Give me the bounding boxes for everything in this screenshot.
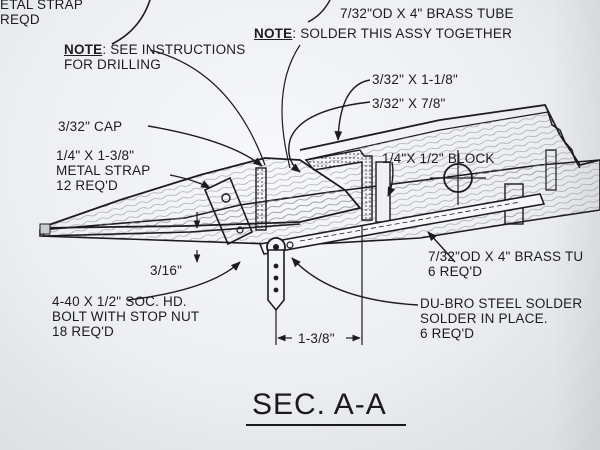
note-drilling-prefix: NOTE xyxy=(64,42,103,57)
label-block: 1/4"X 1/2" BLOCK xyxy=(382,151,495,166)
note-solder: NOTE: SOLDER THIS ASSY TOGETHER xyxy=(254,26,512,41)
label-dubro-line2: SOLDER IN PLACE. xyxy=(420,311,548,326)
label-tube-right-line2: 6 REQ'D xyxy=(428,264,483,279)
leader-drill xyxy=(149,49,266,166)
leader-tube-right xyxy=(427,231,456,263)
label-bolt-line1: 4-40 X 1/2" SOC. HD. xyxy=(52,294,187,309)
note-drilling-line2: FOR DRILLING xyxy=(64,57,161,72)
leader-7-8 xyxy=(288,101,371,173)
label-tube-right: 7/32"OD X 4" BRASS TU 6 REQ'D xyxy=(428,249,583,279)
leader-solder xyxy=(281,44,301,169)
label-metal-strap-top-line2: REQD xyxy=(0,12,40,27)
leader-bolt xyxy=(127,261,241,301)
wing-section xyxy=(39,104,600,312)
label-dubro-line1: DU-BRO STEEL SOLDER xyxy=(420,296,583,311)
label-dubro-line3: 6 REQ'D xyxy=(420,326,475,341)
section-title: SEC. A-A xyxy=(252,388,387,421)
label-bolt: 4-40 X 1/2" SOC. HD. BOLT WITH STOP NUT … xyxy=(52,294,199,339)
note-solder-text: : SOLDER THIS ASSY TOGETHER xyxy=(292,26,513,41)
leader-block xyxy=(387,161,396,197)
leader-top-tube xyxy=(307,0,331,23)
label-bolt-line3: 18 REQ'D xyxy=(52,324,114,339)
leader-dubro xyxy=(291,257,419,306)
label-bolt-line2: BOLT WITH STOP NUT xyxy=(52,309,200,324)
label-dim-3-32-x-1-1-8: 3/32" X 1-1/8" xyxy=(372,72,458,87)
label-cap: 3/32" CAP xyxy=(58,119,123,134)
label-dim-1-3-8: 1-3/8" xyxy=(298,331,335,346)
label-metal-strap-top-line1: ETAL STRAP xyxy=(0,0,84,12)
label-tube-top: 7/32"OD X 4" BRASS TUBE xyxy=(340,6,514,21)
label-tube-right-line1: 7/32"OD X 4" BRASS TU xyxy=(428,249,584,264)
note-drilling-text: : SEE INSTRUCTIONS xyxy=(102,42,246,57)
label-metal-strap-top: ETAL STRAP REQD xyxy=(0,0,83,27)
leader-1-1-8 xyxy=(334,79,371,141)
label-dim-3-16: 3/16" xyxy=(150,263,183,278)
leader-strap xyxy=(169,174,211,189)
label-strap: 1/4" X 1-3/8" METAL STRAP 12 REQ'D xyxy=(56,148,150,193)
label-dim-3-32-x-7-8: 3/32" X 7/8" xyxy=(372,96,446,111)
label-strap-line2: METAL STRAP xyxy=(56,163,151,178)
label-dubro: DU-BRO STEEL SOLDER SOLDER IN PLACE. 6 R… xyxy=(420,296,582,341)
section-title-underline xyxy=(246,424,406,426)
label-strap-line1: 1/4" X 1-3/8" xyxy=(56,148,135,163)
note-solder-prefix: NOTE xyxy=(254,26,293,41)
label-strap-line3: 12 REQ'D xyxy=(56,178,118,193)
note-drilling: NOTE: SEE INSTRUCTIONS FOR DRILLING xyxy=(64,42,245,72)
leader-cap xyxy=(147,125,263,167)
leader-top-strap xyxy=(111,0,151,45)
